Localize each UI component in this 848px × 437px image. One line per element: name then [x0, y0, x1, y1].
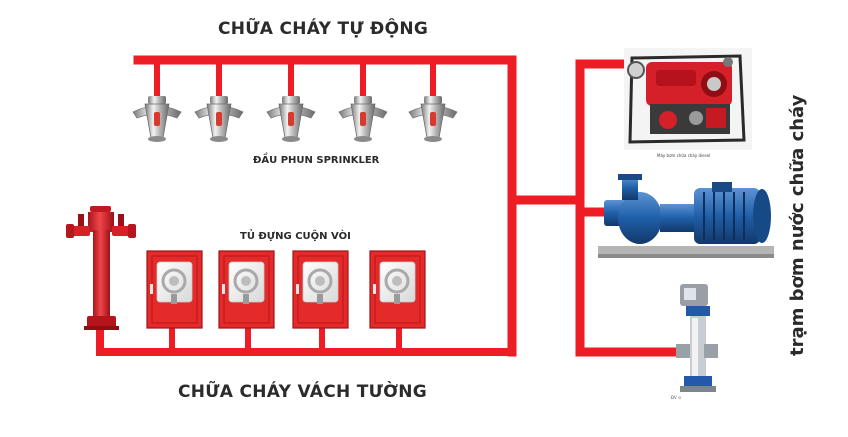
hose-cabinet-icon	[369, 250, 426, 329]
pipe-cabinet-drop	[169, 315, 402, 355]
label-automatic-fire: CHỮA CHÁY TỰ ĐỘNG	[218, 19, 429, 39]
pipe-station-header	[575, 59, 685, 357]
sprinkler-head-icon	[338, 96, 388, 142]
label-hose-cabinets: TỦ ĐỰNG CUỘN VÒI	[240, 231, 351, 242]
cabinet-group	[146, 250, 426, 329]
pipe-network	[96, 55, 685, 357]
sprinkler-group	[132, 96, 458, 142]
pipe-sprinkler-drop	[154, 57, 436, 101]
hose-cabinet-icon	[218, 250, 275, 329]
label-wall-fire: CHỮA CHÁY VÁCH TƯỜNG	[178, 382, 428, 402]
caption-diesel-pump: Máy bơm chữa cháy diesel	[657, 153, 710, 158]
caption-vertical-pump: ĐV ⊙	[671, 395, 681, 400]
fire-hydrant-icon	[66, 206, 136, 330]
hose-cabinet-icon	[146, 250, 203, 329]
hose-cabinet-icon	[292, 250, 349, 329]
vertical-multistage-pump-icon	[676, 284, 718, 392]
sprinkler-head-icon	[408, 96, 458, 142]
electric-centrifugal-pump-icon	[598, 174, 774, 258]
sprinkler-head-icon	[194, 96, 244, 142]
sprinkler-head-icon	[132, 96, 182, 142]
label-pump-station: trạm bơm nước chữa cháy	[787, 94, 808, 356]
pipe-sprinkler-main	[133, 55, 517, 357]
pipe-wall-main	[96, 326, 516, 356]
label-sprinkler-heads: ĐẦU PHUN SPRINKLER	[253, 155, 380, 166]
diesel-fire-pump-icon	[624, 48, 752, 150]
sprinkler-head-icon	[266, 96, 316, 142]
